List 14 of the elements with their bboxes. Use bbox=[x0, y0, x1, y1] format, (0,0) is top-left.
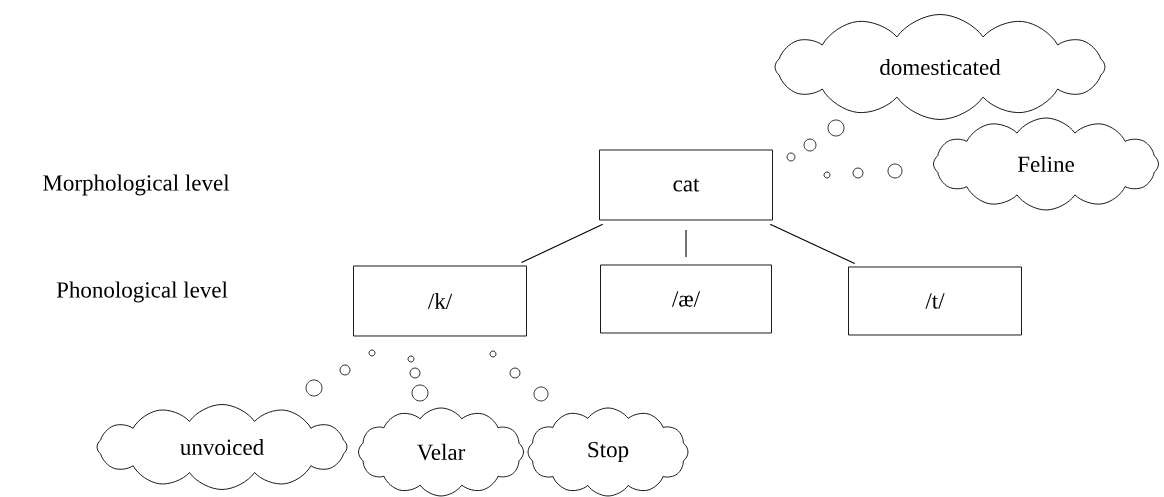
thought-cloud: unvoiced bbox=[96, 404, 348, 490]
thought-cloud: domesticated bbox=[774, 14, 1106, 120]
text-box: /t/ bbox=[848, 266, 1022, 336]
connector-line bbox=[769, 223, 856, 265]
thought-cloud: Stop bbox=[527, 407, 689, 497]
text-box: cat bbox=[599, 149, 773, 221]
text-box: /k/ bbox=[353, 265, 527, 337]
thought-cloud: Feline bbox=[933, 117, 1159, 211]
thought-cloud: Velar bbox=[358, 407, 524, 497]
connector-line bbox=[520, 223, 604, 264]
text-box: /æ/ bbox=[600, 264, 772, 334]
connector-line bbox=[685, 229, 687, 258]
level-label: Morphological level bbox=[43, 174, 230, 196]
level-label: Phonological level bbox=[56, 281, 228, 303]
